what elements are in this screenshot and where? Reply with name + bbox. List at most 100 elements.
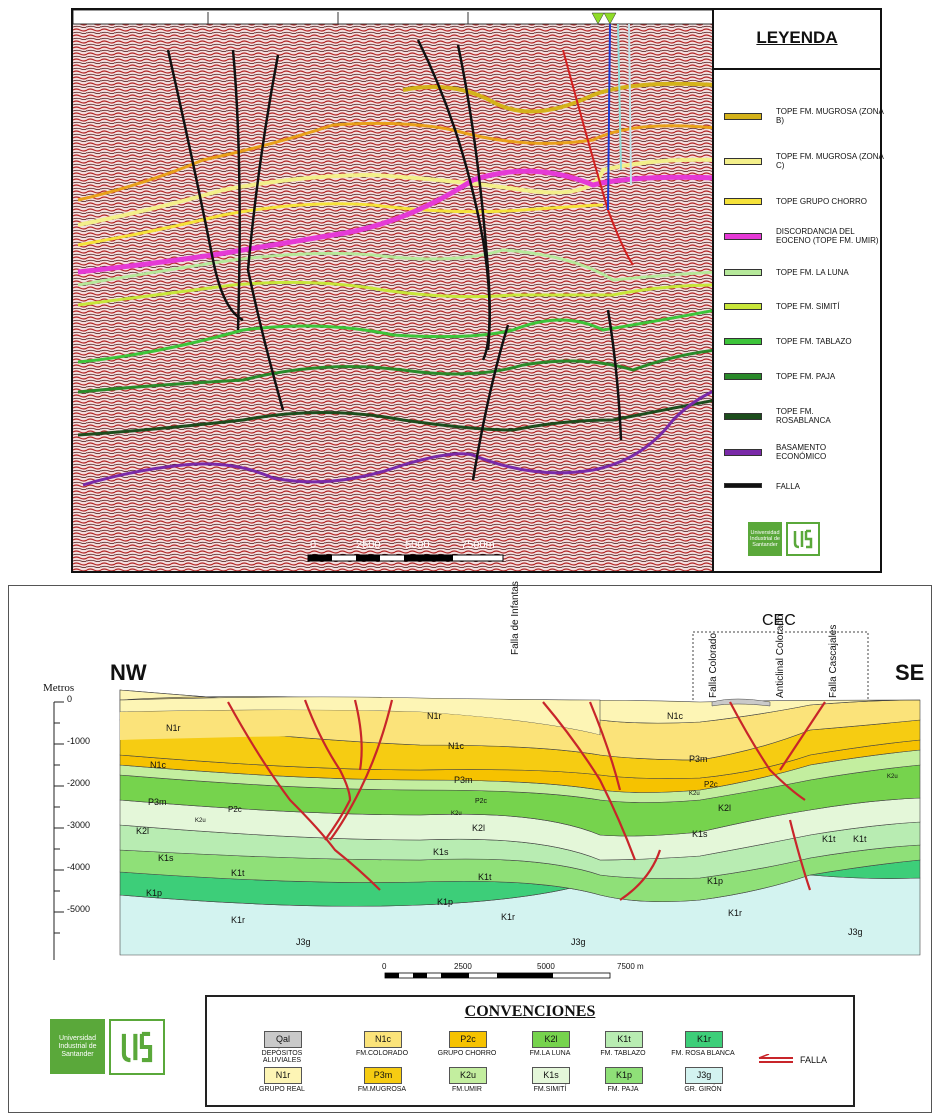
conv-chip-k1t: K1t <box>605 1031 643 1048</box>
legend-item: BASAMENTO ECONÓMICO <box>724 443 884 463</box>
conv-chip-n1r: N1r <box>264 1067 302 1084</box>
unit-label: K1s <box>692 829 708 839</box>
legend-swatch <box>724 233 762 240</box>
unit-label: K1p <box>146 888 163 898</box>
legend-swatch <box>724 113 762 120</box>
unit-label: K1t <box>822 834 836 844</box>
horizon-laluna <box>77 248 712 287</box>
unit-label: N1c <box>150 760 167 770</box>
depth-tick: -4000 <box>67 862 91 872</box>
conv-chip-k2u: K2u <box>449 1067 487 1084</box>
legend-header <box>714 10 880 70</box>
legend-label: TOPE FM. ROSABLANCA <box>776 407 831 425</box>
section-faults <box>227 699 826 901</box>
conv-fault-label: FALLA <box>800 1055 828 1065</box>
legend-title: LEYENDA <box>756 28 838 47</box>
horizon-chorro <box>77 202 604 247</box>
legend-swatch <box>724 158 762 165</box>
unit-label: K2u <box>887 774 898 780</box>
seismic-scale-bar <box>307 554 504 562</box>
unit-label: K1t <box>478 872 492 882</box>
unit-label: K1s <box>433 847 449 857</box>
unit-label: J3g <box>296 937 311 947</box>
conventions-box: CONVENCIONES Qal DEPÓSITOS ALUVIALES N1c… <box>205 995 855 1107</box>
depth-tick: -1000 <box>67 736 91 746</box>
uis-logo-line: Santander <box>61 1050 94 1058</box>
conv-label: GR. GIRÓN <box>684 1086 722 1093</box>
legend-item: TOPE FM. PAJA <box>724 372 884 386</box>
fault-arrow-icon <box>758 1054 793 1063</box>
unit-label: K1p <box>707 876 724 886</box>
legend-item: TOPE GRUPO CHORRO <box>724 197 884 217</box>
unit-label: P2c <box>228 805 242 814</box>
conv-chip-k1r: K1r <box>685 1031 723 1048</box>
legend-swatch <box>724 413 762 420</box>
fault-line <box>246 54 285 411</box>
conv-label: GRUPO REAL <box>259 1086 305 1093</box>
fault-label-colorado: Falla Colorado <box>708 632 719 698</box>
uis-logo-line: Industrial de <box>750 536 780 542</box>
legend-item: FALLA <box>724 482 884 496</box>
conv-chip-qal: Qal <box>264 1031 302 1048</box>
depth-tick: -2000 <box>67 778 91 788</box>
horizon-rosablanca <box>77 399 712 437</box>
seismic-scale-5000: 5000 <box>405 539 430 551</box>
horizon-simiti <box>77 280 712 307</box>
horizon-basement <box>82 390 712 487</box>
conventions-title: CONVENCIONES <box>464 1003 596 1020</box>
unit-label: K2l <box>136 826 150 836</box>
unit-label: P3m <box>454 775 473 785</box>
conv-label: FM.SIMITÍ <box>533 1086 567 1093</box>
legend-swatch <box>724 198 762 205</box>
uis-logo-line: Industrial de <box>58 1042 97 1050</box>
unit-label: K1r <box>728 908 743 918</box>
conv-chip-k2l: K2l <box>532 1031 570 1048</box>
unit-label: K1t <box>231 868 245 878</box>
uis-logo-line: Santander <box>752 542 778 548</box>
unit-label: K1s <box>158 853 174 863</box>
cec-bracket <box>692 631 869 700</box>
unit-label: P2c <box>704 780 718 789</box>
fault-line <box>166 49 244 322</box>
seismic-scale-2500: 2500 <box>356 539 381 551</box>
unit-label: K2u <box>195 818 206 824</box>
unit-label: P2c <box>475 798 488 805</box>
uis-mark-icon <box>786 522 820 556</box>
unit-label: N1r <box>166 723 181 733</box>
legend-label: TOPE FM. SIMITÍ <box>776 302 840 311</box>
conv-label: FM. TABLAZO <box>600 1050 646 1057</box>
section-scale-2500: 2500 <box>454 962 472 971</box>
legend-label: TOPE FM. LA LUNA <box>776 268 849 277</box>
fault-label-infantas: Falla de Infantas <box>510 581 521 655</box>
unit-label: N1c <box>667 711 684 721</box>
legend-label: TOPE FM. TABLAZO <box>776 337 852 346</box>
legend-swatch <box>724 373 762 380</box>
conv-label: DEPÓSITOS ALUVIALES <box>261 1050 303 1064</box>
horizon-mugrosa-c <box>77 157 712 227</box>
unit-label: K2l <box>718 803 732 813</box>
depth-tick: 0 <box>67 694 73 704</box>
unit-label: P3m <box>689 754 708 764</box>
unit-Qal <box>711 698 771 707</box>
section-scale-0: 0 <box>382 962 387 971</box>
legend-item: TOPE FM. TABLAZO <box>724 337 884 351</box>
unit-label: K1r <box>501 912 516 922</box>
seismic-canvas <box>73 10 712 571</box>
legend-swatch <box>724 338 762 345</box>
conv-chip-p3m: P3m <box>364 1067 402 1084</box>
legend-label: DISCORDANCIA DEL EOCENO (TOPE FM. UMIR) <box>776 227 879 245</box>
section-scale-5000: 5000 <box>537 962 555 971</box>
legend-label: FALLA <box>776 482 801 491</box>
depth-unit-label: Metros <box>43 682 75 694</box>
section-nw-label: NW <box>110 660 147 685</box>
conv-chip-n1c: N1c <box>364 1031 402 1048</box>
conv-chip-j3g: J3g <box>685 1067 723 1084</box>
conv-label: FM.UMIR <box>452 1086 482 1093</box>
unit-label: K1t <box>853 834 867 844</box>
horizon-umir <box>77 168 712 275</box>
legend-swatch <box>724 269 762 276</box>
section-scale-bar <box>384 972 611 979</box>
legend-swatch <box>724 303 762 310</box>
unit-label: N1r <box>427 711 442 721</box>
